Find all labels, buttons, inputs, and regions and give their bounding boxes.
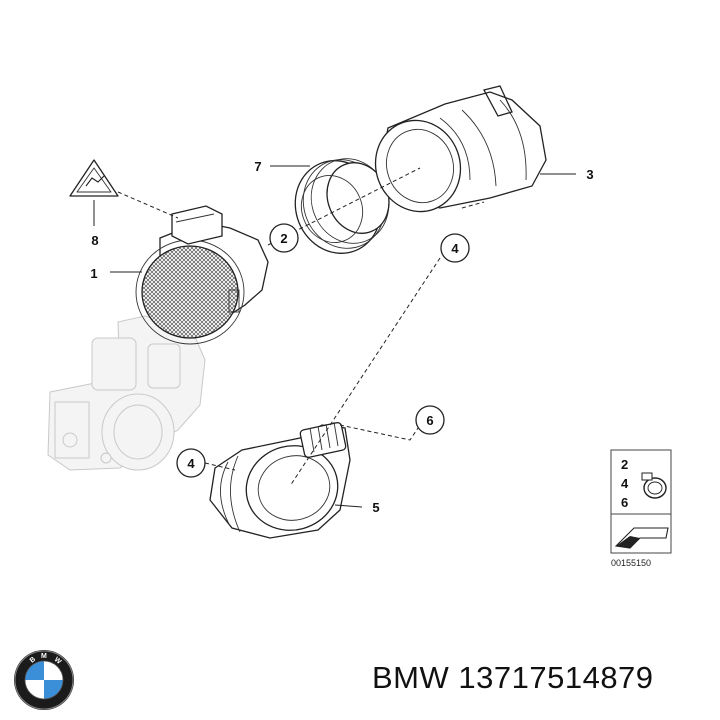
callout-label: 1 <box>90 266 97 281</box>
callout-4-lower: 4 <box>176 448 206 478</box>
warning-label <box>69 159 119 197</box>
intake-boot <box>374 85 547 213</box>
callout-label: 6 <box>426 413 433 428</box>
svg-text:M: M <box>41 653 47 660</box>
part-number-caption: BMW 13717514879 <box>372 660 654 696</box>
callout-7: 7 <box>254 159 261 174</box>
callout-5: 5 <box>372 500 379 515</box>
callout-label: 8 <box>91 233 98 248</box>
hose-clamp-icon <box>641 472 667 499</box>
callout-8: 8 <box>91 233 98 248</box>
svg-text:W: W <box>53 656 63 666</box>
legend-item: 2 <box>621 457 628 472</box>
diagram-reference-number: 00155150 <box>611 558 651 568</box>
throttle-body <box>47 315 206 471</box>
callout-3: 3 <box>586 167 593 182</box>
callout-6: 6 <box>415 405 445 435</box>
callout-label: 7 <box>254 159 261 174</box>
legend-item: 6 <box>621 495 628 510</box>
callout-4-upper: 4 <box>440 233 470 263</box>
callout-label: 2 <box>280 231 287 246</box>
brand-name: BMW <box>372 660 450 695</box>
callout-label: 4 <box>187 456 195 471</box>
intake-elbow <box>209 421 351 539</box>
sealing-ring <box>294 158 390 254</box>
callout-label: 3 <box>586 167 593 182</box>
callout-label: 5 <box>372 500 379 515</box>
callout-label: 4 <box>451 241 459 256</box>
svg-text:B: B <box>29 656 37 665</box>
air-mass-meter <box>135 205 269 345</box>
legend-box: 2 4 6 <box>610 449 672 554</box>
callout-1: 1 <box>90 266 97 281</box>
part-number: 13717514879 <box>458 660 654 695</box>
bmw-logo: B M W <box>14 650 74 710</box>
legend-item: 4 <box>621 476 629 491</box>
arrow-icon <box>614 527 669 549</box>
callout-2: 2 <box>269 223 299 253</box>
